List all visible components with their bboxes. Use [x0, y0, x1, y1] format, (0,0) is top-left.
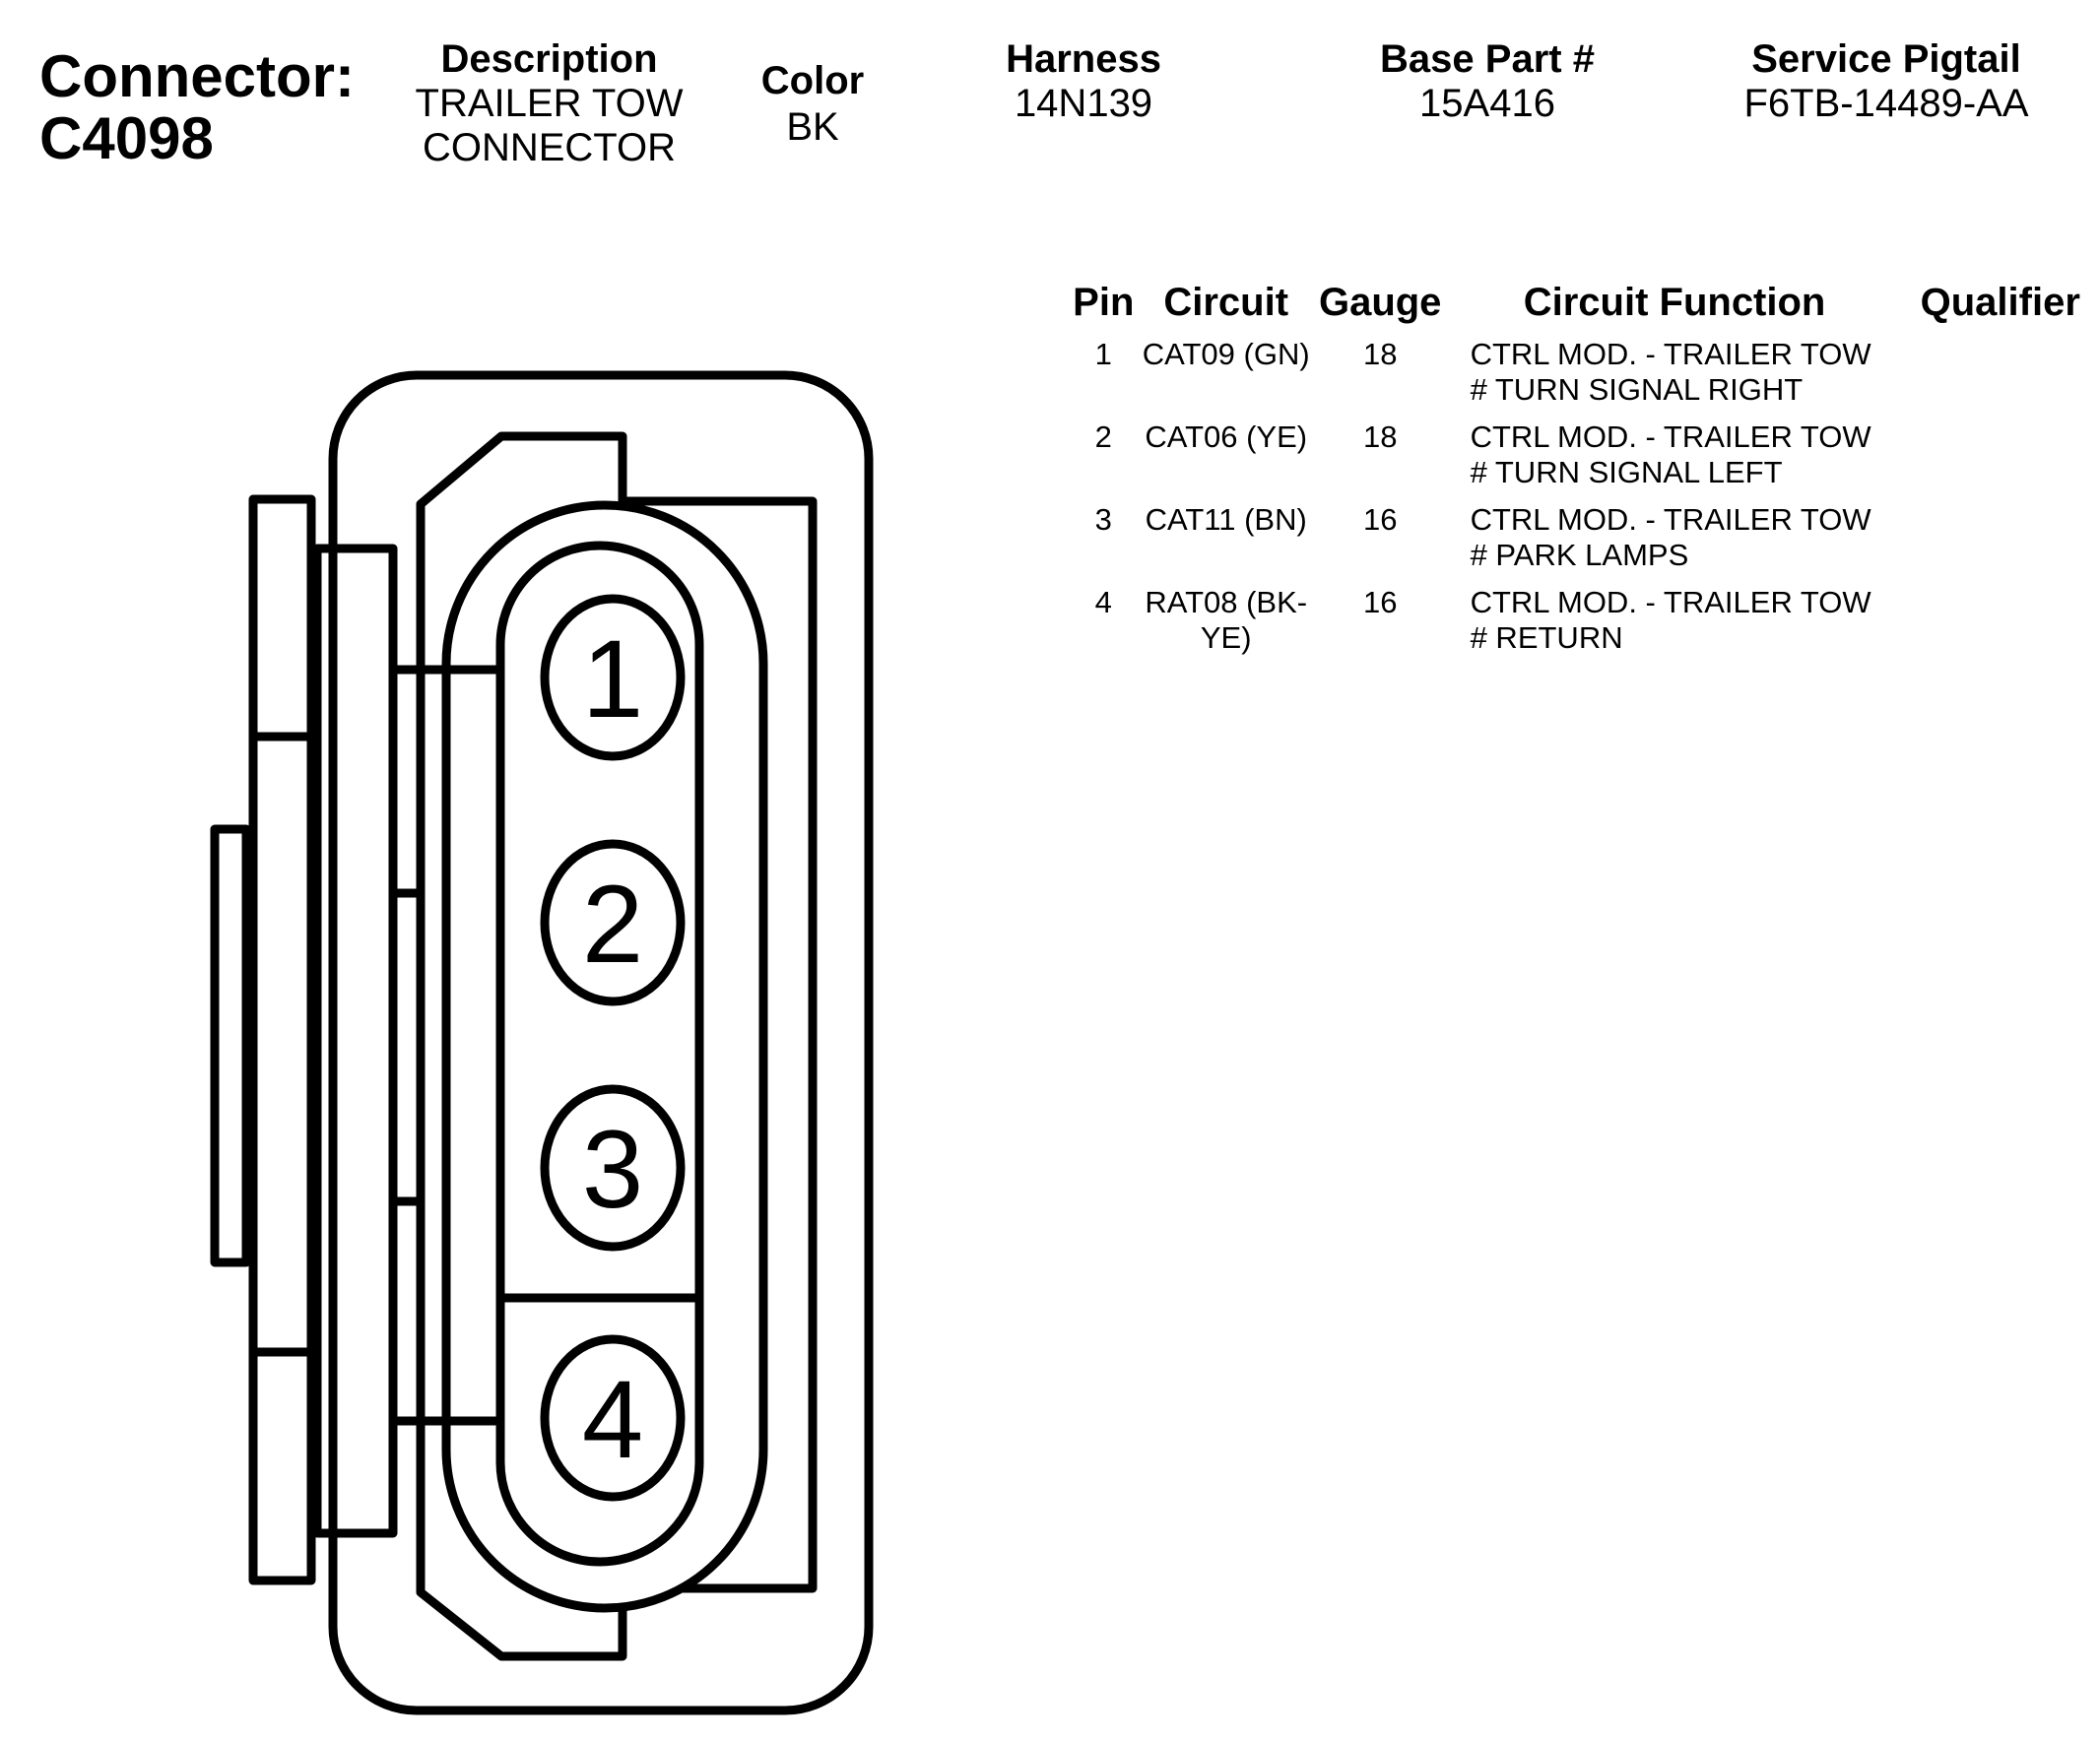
service-pigtail-label: Service Pigtail	[1751, 37, 2021, 81]
gauge-cell: 18	[1362, 337, 1398, 371]
pin-cell: 2	[1094, 419, 1112, 454]
circuit-function-cell: CTRL MOD. - TRAILER TOW # RETURN	[1449, 585, 1901, 668]
pin-4-label: 4	[582, 1358, 643, 1481]
function-line: # PARK LAMPS	[1470, 538, 1689, 572]
connector-latch	[210, 824, 251, 1267]
function-line: CTRL MOD. - TRAILER TOW	[1470, 337, 1871, 371]
gauge-column-header: Gauge	[1318, 281, 1442, 324]
service-pigtail-value: F6TB-14489-AA	[1743, 81, 2029, 125]
pin-cell: 3	[1094, 502, 1112, 537]
pin-1-circle	[540, 594, 686, 761]
base-part-block: Base Part # 15A416	[1340, 37, 1635, 126]
pin-cell: 4	[1094, 585, 1112, 619]
table-row: 1 CAT09 (GN) 18 CTRL MOD. - TRAILER TOW …	[1067, 337, 2100, 419]
function-line: CTRL MOD. - TRAILER TOW	[1470, 502, 1871, 537]
gauge-cell: 16	[1362, 585, 1398, 619]
harness-label: Harness	[1006, 37, 1161, 81]
description-label: Description	[440, 37, 658, 81]
connector-heading: Connector: C4098	[39, 45, 355, 169]
circuit-function-cell: CTRL MOD. - TRAILER TOW # TURN SIGNAL LE…	[1449, 419, 1901, 502]
function-line: # TURN SIGNAL LEFT	[1470, 455, 1783, 489]
table-row: 2 CAT06 (YE) 18 CTRL MOD. - TRAILER TOW …	[1067, 419, 2100, 502]
harness-block: Harness 14N139	[946, 37, 1221, 126]
connector-side-tab	[248, 494, 316, 1585]
color-block: Color BK	[734, 59, 891, 150]
table-row: 4 RAT08 (BK-YE) 16 CTRL MOD. - TRAILER T…	[1067, 585, 2100, 668]
gauge-cell: 18	[1362, 419, 1398, 454]
circuit-cell: CAT09 (GN)	[1142, 337, 1310, 371]
connector-id: C4098	[39, 105, 214, 171]
connector-cavity-inner	[495, 541, 704, 1567]
circuit-cell: RAT08 (BK-YE)	[1145, 585, 1308, 655]
connector-side-rail	[312, 544, 398, 1538]
pin-cell: 1	[1094, 337, 1112, 371]
function-line: CTRL MOD. - TRAILER TOW	[1470, 585, 1871, 619]
pin-1-label: 1	[582, 617, 643, 741]
pin-2-circle	[540, 839, 686, 1006]
color-label: Color	[760, 59, 865, 102]
function-line: # TURN SIGNAL RIGHT	[1470, 372, 1804, 407]
color-value: BK	[786, 104, 839, 149]
circuit-cell: CAT11 (BN)	[1145, 502, 1307, 537]
circuit-function-cell: CTRL MOD. - TRAILER TOW # TURN SIGNAL RI…	[1449, 337, 1901, 419]
pin-table-header: Pin Circuit Gauge Circuit Function Quali…	[1067, 281, 2100, 337]
pin-3-circle	[540, 1084, 686, 1252]
harness-value: 14N139	[1014, 81, 1153, 125]
description-block: Description TRAILER TOW CONNECTOR	[389, 37, 709, 169]
table-row: 3 CAT11 (BN) 16 CTRL MOD. - TRAILER TOW …	[1067, 502, 2100, 585]
pin-table: Pin Circuit Gauge Circuit Function Quali…	[1067, 281, 2100, 668]
circuit-column-header: Circuit	[1163, 281, 1289, 324]
pin-3-label: 3	[582, 1108, 643, 1231]
connector-cavity-outer	[441, 500, 768, 1613]
function-line: CTRL MOD. - TRAILER TOW	[1470, 419, 1871, 454]
pin-2-label: 2	[582, 863, 643, 986]
service-pigtail-block: Service Pigtail F6TB-14489-AA	[1704, 37, 2068, 126]
pin-column-header: Pin	[1073, 281, 1135, 324]
base-part-value: 15A416	[1419, 81, 1555, 125]
circuit-function-column-header: Circuit Function	[1523, 281, 1826, 324]
gauge-cell: 16	[1362, 502, 1398, 537]
base-part-label: Base Part #	[1380, 37, 1595, 81]
connector-label: Connector:	[39, 43, 355, 109]
circuit-function-cell: CTRL MOD. - TRAILER TOW # PARK LAMPS	[1449, 502, 1901, 585]
function-line: # RETURN	[1470, 620, 1623, 655]
pin-4-circle	[540, 1334, 686, 1502]
connector-housing-outline	[328, 370, 874, 1715]
description-value: TRAILER TOW CONNECTOR	[415, 81, 684, 169]
circuit-cell: CAT06 (YE)	[1145, 419, 1308, 454]
qualifier-column-header: Qualifier	[1920, 281, 2080, 324]
